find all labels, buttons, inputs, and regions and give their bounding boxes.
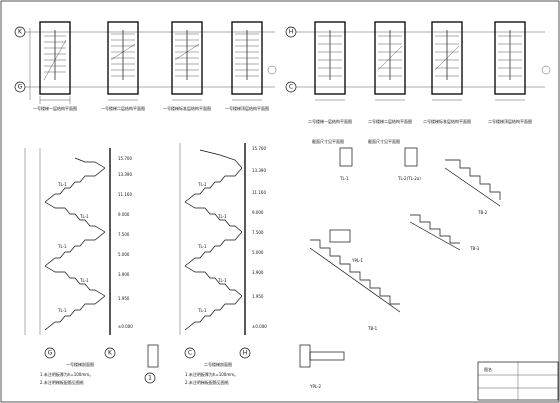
flight-label: TL-1 [217,278,227,283]
elevation-label: 9.000 [118,212,130,217]
flight-label: TL-1 [217,214,227,219]
axis-bubble-k [104,347,116,359]
plan-1-4: 一号楼梯顶层结构平面图 [225,21,269,111]
north-symbol [267,65,277,75]
tl1-label: TL-1 [339,176,349,181]
elevation-label: 1.950 [252,294,264,299]
flight-label: TL-1 [57,308,67,313]
elevation-label: 15.700 [118,156,132,161]
plan-2-1: 二号楼梯一层结构平面图 [308,21,352,124]
tl2-section [404,147,418,167]
plan-caption: 一号楼梯顶层结构平面图 [225,105,269,111]
axis-label-k: K [18,29,23,36]
section-title: 一号楼梯剖面图 [66,361,94,367]
tb2-flight [445,159,501,200]
section-2-flights [184,149,243,331]
elevation-label: 3.900 [118,272,130,277]
axis-label: H [243,350,248,357]
elevation-label: ±0.000 [252,324,267,329]
detail-note: 截面尺寸见平面图 [312,138,344,144]
section-1-flight-labels: TL-1 TL-1 TL-1 TL-1 TL-1 [57,182,89,313]
elevation-label: 15.700 [252,146,266,151]
section-1-elevations: 15.700 13.390 11.160 9.000 7.500 5.000 3… [118,156,133,329]
plan-1-3: 一号楼梯标准层结构平面图 [163,21,211,111]
ypl2-section [299,344,311,368]
section-note: 2.未注明梯板配筋见图纸 [40,379,84,385]
plan-2-3: 二号楼梯标准层结构平面图 [423,21,471,124]
axis-bubble-h [239,347,251,359]
detail-1: 1 [144,344,159,384]
elevation-label: 5.000 [118,252,130,257]
tb3-label: TB-3 [469,246,480,251]
section-2-flight-labels: TL-1 TL-1 TL-1 TL-1 TL-1 [197,182,227,313]
section-1-flights [44,157,106,331]
section-2-elevations: 15.700 13.390 11.160 9.000 7.500 5.000 3… [252,146,267,329]
tb3-flight [410,214,460,244]
elevation-label: 5.000 [252,250,264,255]
section-note: 1.未注明板厚为h=100mm。 [40,371,93,377]
title-block-label: 图名 [484,366,492,372]
flight-label: TL-1 [79,278,89,283]
flight-label: TL-1 [197,182,207,187]
plan-caption: 二号楼梯二层结构平面图 [368,118,412,124]
tb1-flight [310,239,400,305]
axis-label-c: C [289,84,293,91]
plan-caption: 一号楼梯二层结构平面图 [101,105,145,111]
plan-1-2: 一号楼梯二层结构平面图 [101,21,145,111]
elevation-label: 11.160 [252,190,266,195]
plan-caption: 二号楼梯顶层结构平面图 [488,118,532,124]
elevation-label: 13.390 [118,172,132,177]
section-2: TL-1 TL-1 TL-1 TL-1 TL-1 15.700 13.390 1… [179,143,267,385]
elevation-label: 1.950 [118,296,130,301]
plan-1-1: 一号楼梯一层结构平面图 [33,21,77,111]
ypl1-label: YPL-1 [351,258,363,263]
title-block: 图名 [477,361,559,401]
plan-caption: 二号楼梯一层结构平面图 [308,118,352,124]
top-right-plans: H C 二号楼梯一层结构平面图 二号楼梯 [285,21,551,124]
axis-bubble-g [44,347,56,359]
elevation-label: 3.900 [252,270,264,275]
plan-2-2: 二号楼梯二层结构平面图 [368,21,412,124]
elevation-label: 13.390 [252,168,266,173]
plan-caption: 一号楼梯标准层结构平面图 [163,105,211,111]
plan-caption: 一号楼梯一层结构平面图 [33,105,77,111]
elevation-label: ±0.000 [118,324,133,329]
section-note: 2.未注明梯板配筋见图纸 [185,379,229,385]
tl2-label: TL-2(TL-2a) [397,176,421,181]
north-symbol [541,65,551,75]
section-note: 1.未注明板厚为h=100mm。 [185,371,238,377]
axis-label: K [108,350,113,357]
flight-label: TL-1 [197,308,207,313]
section-1: TL-1 TL-1 TL-1 TL-1 TL-1 15.700 13.390 1… [24,148,133,385]
detail-note: 截面尺寸见平面图 [368,138,400,144]
tb1-label: TB-1 [367,326,378,331]
axis-label-h: H [289,29,294,36]
elevation-label: 7.500 [118,232,130,237]
flight-label: TL-1 [57,182,67,187]
tb2-label: TB-2 [477,210,488,215]
flight-label: TL-1 [79,214,89,219]
plan-caption: 二号楼梯标准层结构平面图 [423,118,471,124]
ypl2-label: YPL-2 [309,384,321,389]
plan-2-4: 二号楼梯顶层结构平面图 [488,21,532,124]
tl1-section [339,147,353,167]
axis-label: C [188,350,192,357]
section-title: 二号楼梯剖面图 [204,361,232,367]
flight-label: TL-1 [57,244,67,249]
ypl1-section [329,229,351,243]
details: 截面尺寸见平面图 TL-1 截面尺寸见平面图 TL-2(TL-2a) TB-2 … [299,138,501,389]
elevation-label: 9.000 [252,210,264,215]
elevation-label: 7.500 [252,230,264,235]
axis-label: G [48,350,53,357]
top-left-plans: K G 一号楼梯一层结构平面图 [14,21,277,111]
axis-bubble-c [184,347,196,359]
axis-label: 1 [148,375,152,382]
elevation-label: 11.160 [118,192,132,197]
axis-label-g: G [18,84,23,91]
flight-label: TL-1 [197,244,207,249]
axis-bubble-1 [144,372,156,384]
